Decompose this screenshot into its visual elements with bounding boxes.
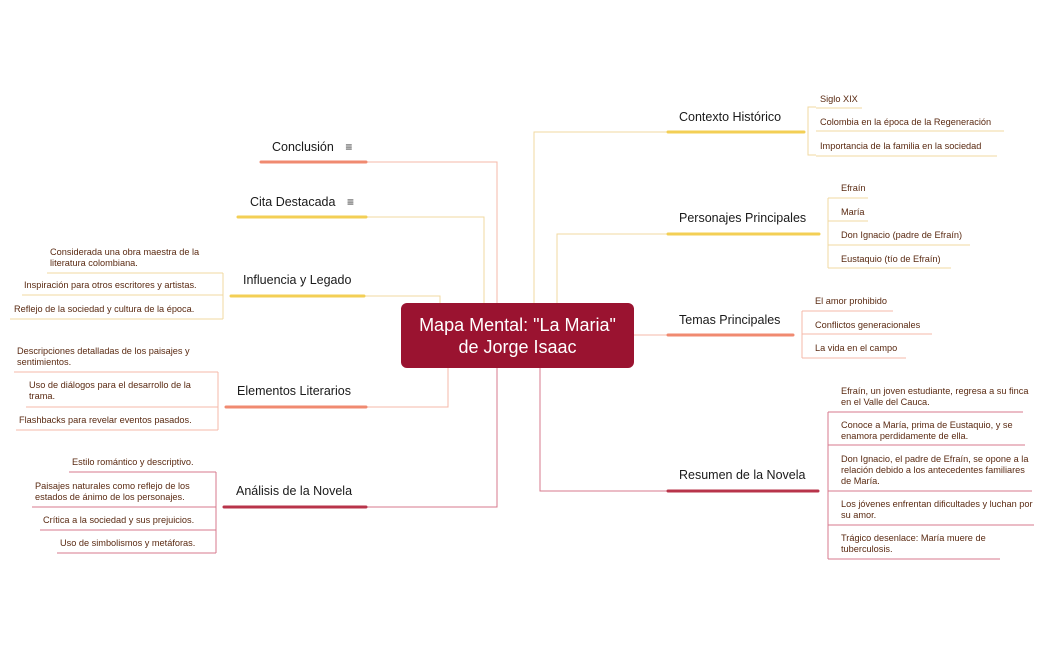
branch-personajes-principales[interactable]: Personajes Principales: [679, 211, 806, 225]
branch-label: Contexto Histórico: [679, 110, 782, 124]
leaf-contexto-2[interactable]: Colombia en la época de la Regeneración: [820, 117, 992, 127]
leaf-analisis-1[interactable]: Estilo romántico y descriptivo.: [72, 457, 194, 467]
central-topic[interactable]: Mapa Mental: "La Maria" de Jorge Isaac: [401, 303, 634, 368]
branch-label: Elementos Literarios: [237, 384, 351, 398]
leaf-analisis-2[interactable]: Paisajes naturales como reflejo de los e…: [35, 481, 190, 502]
notes-icon[interactable]: ≡: [346, 195, 354, 209]
branch-label: Personajes Principales: [679, 211, 807, 225]
leaf-temas-2[interactable]: Conflictos generacionales: [815, 320, 921, 330]
branch-temas-principales[interactable]: Temas Principales: [679, 313, 780, 327]
leaf-resumen-4[interactable]: Los jóvenes enfrentan dificultades y luc…: [841, 499, 1033, 520]
branch-label: Influencia y Legado: [243, 273, 352, 287]
leaf-personajes-2[interactable]: María: [841, 207, 865, 217]
leaf-influencia-3[interactable]: Reflejo de la sociedad y cultura de la é…: [14, 304, 195, 314]
branch-cita-destacada[interactable]: Cita Destacada ≡: [250, 195, 354, 209]
leaf-elementos-2[interactable]: Uso de diálogos para el desarrollo de la…: [29, 380, 191, 401]
leaf-elementos-3[interactable]: Flashbacks para revelar eventos pasados.: [19, 415, 192, 425]
branch-elementos-literarios[interactable]: Elementos Literarios: [237, 384, 351, 398]
leaf-analisis-3[interactable]: Crítica a la sociedad y sus prejuicios.: [43, 515, 195, 525]
leaf-contexto-3[interactable]: Importancia de la familia en la sociedad: [820, 141, 982, 151]
branch-resumen-novela[interactable]: Resumen de la Novela: [679, 468, 805, 482]
branch-conclusion[interactable]: Conclusión ≡: [272, 140, 352, 154]
leaf-influencia-2[interactable]: Inspiración para otros escritores y arti…: [24, 280, 197, 290]
leaf-elementos-1[interactable]: Descripciones detalladas de los paisajes…: [17, 346, 190, 367]
leaf-resumen-5[interactable]: Trágico desenlace: María muere de tuberc…: [841, 533, 986, 554]
leaf-contexto-1[interactable]: Siglo XIX: [820, 94, 858, 104]
leaf-personajes-3[interactable]: Don Ignacio (padre de Efraín): [841, 230, 963, 240]
leaf-personajes-1[interactable]: Efraín: [841, 183, 866, 193]
branch-label: Conclusión: [272, 140, 334, 154]
leaf-resumen-2[interactable]: Conoce a María, prima de Eustaquio, y se…: [841, 420, 1013, 441]
leaf-influencia-1[interactable]: Considerada una obra maestra de la liter…: [50, 247, 200, 268]
branch-label: Resumen de la Novela: [679, 468, 806, 482]
branch-label: Temas Principales: [679, 313, 781, 327]
leaf-temas-1[interactable]: El amor prohibido: [815, 296, 888, 306]
branch-label: Análisis de la Novela: [236, 484, 353, 498]
branch-influencia-legado[interactable]: Influencia y Legado: [243, 273, 351, 287]
branch-contexto-historico[interactable]: Contexto Histórico: [679, 110, 781, 124]
leaf-resumen-3[interactable]: Don Ignacio, el padre de Efraín, se opon…: [841, 454, 1029, 486]
leaf-analisis-4[interactable]: Uso de simbolismos y metáforas.: [60, 538, 196, 548]
branch-analisis-novela[interactable]: Análisis de la Novela: [236, 484, 352, 498]
branch-label: Cita Destacada: [250, 195, 336, 209]
leaf-resumen-1[interactable]: Efraín, un joven estudiante, regresa a s…: [841, 386, 1029, 407]
leaf-personajes-4[interactable]: Eustaquio (tío de Efraín): [841, 254, 941, 264]
leaf-temas-3[interactable]: La vida en el campo: [815, 343, 898, 353]
notes-icon[interactable]: ≡: [345, 140, 353, 154]
